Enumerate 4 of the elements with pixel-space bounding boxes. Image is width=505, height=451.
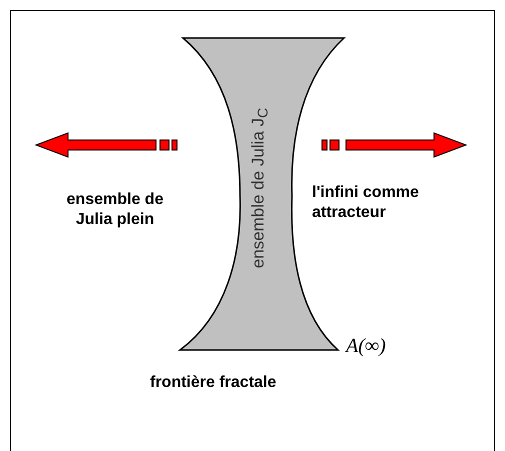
region-label: ensemble de Julia plein [66, 190, 164, 230]
math-label: A(∞) [346, 336, 386, 356]
boundary-label: frontière fractale [150, 373, 278, 393]
region-label: l'infini comme attracteur [312, 183, 420, 223]
